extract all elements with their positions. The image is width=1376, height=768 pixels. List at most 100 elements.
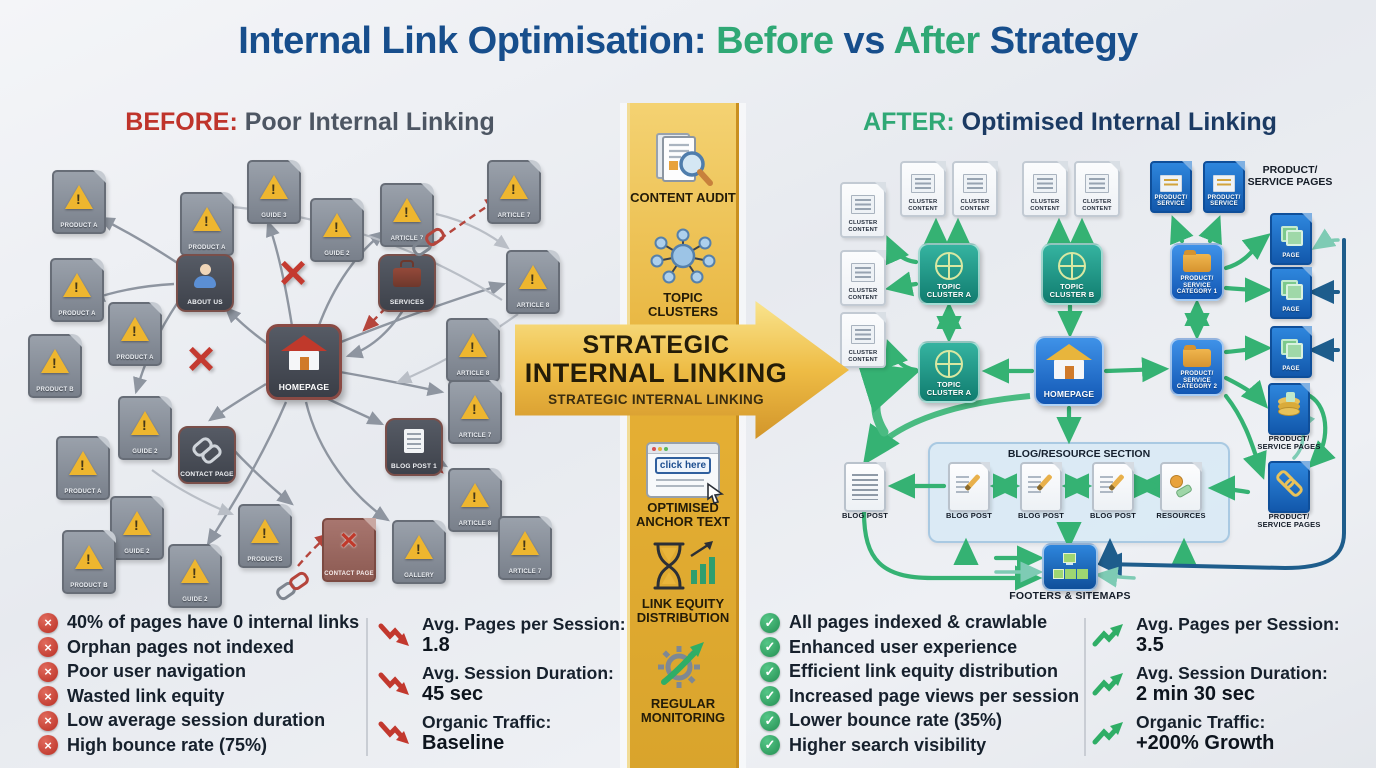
lines-icon: [851, 324, 875, 344]
content-audit-icon: [656, 133, 713, 186]
chain-broken-node: [272, 566, 312, 606]
arrow-subtitle: STRATEGIC INTERNAL LINKING: [548, 391, 764, 407]
stat-item: Organic Traffic:Baseline: [378, 712, 626, 754]
node-label: SERVICES: [389, 298, 425, 306]
topic-clusters-icon: [650, 228, 716, 284]
cluster-content-node: CLUSTER CONTENT: [840, 182, 886, 238]
list-item-text: High bounce rate (75%): [67, 734, 268, 755]
list-item-text: Poor user navigation: [67, 661, 247, 681]
node-label: TOPIC CLUSTER A: [926, 379, 972, 397]
list-item-text: Increased page views per session: [789, 685, 1080, 706]
node-label: ARTICLE 8: [456, 371, 490, 378]
chain-broken-node: [408, 222, 448, 262]
copy-icon: [1280, 339, 1303, 359]
step-label: CONTENT AUDIT: [630, 190, 736, 205]
click-here-icon: click here: [646, 442, 725, 504]
warn-icon: [519, 265, 547, 289]
copy-icon: [1280, 280, 1303, 300]
list-item: ×Orphan pages not indexed: [38, 637, 359, 658]
article-8-node: ARTICLE 8: [506, 250, 560, 314]
node-label: PRODUCT A: [58, 311, 96, 318]
warn-icon: [121, 317, 149, 341]
title-prefix: Internal Link Optimisation:: [238, 20, 717, 62]
node-label: TOPIC CLUSTER B: [1049, 281, 1095, 299]
copy-icon: [1280, 226, 1303, 246]
warn-icon: [131, 411, 159, 435]
product-service-category-1-node: PRODUCT/ SERVICE CATEGORY 1: [1170, 243, 1224, 301]
guide-3-node: GUIDE 3: [247, 160, 301, 224]
product-a-node: PRODUCT A: [52, 170, 106, 234]
warn-icon: [323, 213, 351, 237]
node-label: ARTICLE 8: [458, 521, 492, 528]
step-topic-clusters: TOPIC CLUSTERS: [627, 226, 739, 319]
stat-item: Avg. Session Duration:2 min 30 sec: [1092, 663, 1340, 705]
product-a-node: PRODUCT A: [108, 302, 162, 366]
blog-post-node: BLOG POST: [842, 462, 888, 520]
stat-value: Baseline: [422, 732, 505, 755]
node-label: CLUSTER CONTENT: [908, 199, 938, 212]
lines-icon: [911, 173, 935, 193]
warn-icon: [65, 185, 93, 209]
node-label: GUIDE 3: [261, 213, 287, 220]
homepage-node: HOMEPAGE: [266, 324, 342, 400]
error-icon: ×: [38, 661, 58, 682]
node-label: GUIDE 2: [324, 251, 350, 258]
product-a-node: PRODUCT A: [50, 258, 104, 322]
products-node: PRODUCTS: [238, 504, 292, 568]
stat-item: Organic Traffic:+200% Growth: [1092, 712, 1340, 754]
node-label: PRODUCT A: [64, 489, 102, 496]
list-item-text: Low average session duration: [67, 710, 326, 730]
node-label: ARTICLE 7: [497, 213, 531, 220]
list-item: ✓ Increased page views per session: [760, 686, 1079, 707]
product-service-pages-node: PRODUCT/ SERVICE PAGES: [1257, 383, 1320, 451]
list-item-text: Efficient link equity distribution: [789, 661, 1059, 681]
product-a-node: PRODUCT A: [56, 436, 110, 500]
node-label: PAGE: [1282, 253, 1300, 260]
stat-value: +200% Growth: [1136, 732, 1275, 755]
trend-up-icon: [1092, 673, 1123, 696]
plines-icon: [852, 472, 878, 502]
list-item: × High bounce rate (75%): [38, 735, 359, 756]
stat-value: 45 sec: [422, 683, 484, 706]
trend-up-icon: [1092, 624, 1123, 647]
check-icon: ✓: [760, 686, 780, 706]
cluster-content-node: CLUSTER CONTENT: [900, 161, 946, 217]
node-label: FOOTERS & SITEMAPS: [1009, 590, 1131, 602]
node-label: GUIDE 2: [182, 597, 208, 604]
blog-post-1-node: BLOG POST 1: [385, 418, 443, 476]
guide-2-node: GUIDE 2: [310, 198, 364, 262]
warn-icon: [69, 451, 97, 475]
list-item: ×Wasted link equity: [38, 686, 359, 707]
cluster-content-node: CLUSTER CONTENT: [840, 312, 886, 368]
globe-icon: [1058, 252, 1086, 280]
list-item: ✓Lower bounce rate (35%): [760, 710, 1079, 731]
list-item: × Poor user navigation: [38, 661, 359, 682]
contact-page-node: CONTACT PAGE: [178, 426, 236, 484]
product-service-pages-label: PRODUCT/ SERVICE PAGES: [1247, 164, 1333, 189]
step-monitoring: REGULAR MONITORING: [627, 636, 739, 725]
step-label: REGULAR MONITORING: [640, 696, 726, 726]
step-content-audit: CONTENT AUDIT: [627, 130, 739, 205]
xmark-big-node: [272, 246, 312, 301]
arrow-title-line2: INTERNAL LINKING: [524, 358, 788, 389]
check-icon: ✓: [760, 710, 780, 731]
trend-down-icon: [378, 672, 409, 696]
cluster-content-node: CLUSTER CONTENT: [1022, 161, 1068, 217]
globe-icon: [935, 350, 963, 378]
check-icon: ✓: [760, 612, 780, 633]
step-label: TOPIC CLUSTERS: [647, 290, 719, 320]
footers-sitemaps-node: FOOTERS & SITEMAPS: [1009, 543, 1131, 602]
warn-icon: [405, 535, 433, 559]
before-text: Poor Internal Linking: [237, 108, 495, 136]
node-label: PRODUCT B: [70, 583, 108, 590]
topic-cluster-a-node: TOPIC CLUSTER A: [918, 243, 980, 305]
title-before-word: Before: [716, 20, 834, 62]
lines-icon: [851, 194, 875, 214]
before-label: BEFORE:: [125, 108, 238, 136]
error-icon: ×: [38, 735, 58, 755]
node-label: ARTICLE 7: [458, 433, 492, 440]
chain-broken-icon: [412, 228, 444, 256]
